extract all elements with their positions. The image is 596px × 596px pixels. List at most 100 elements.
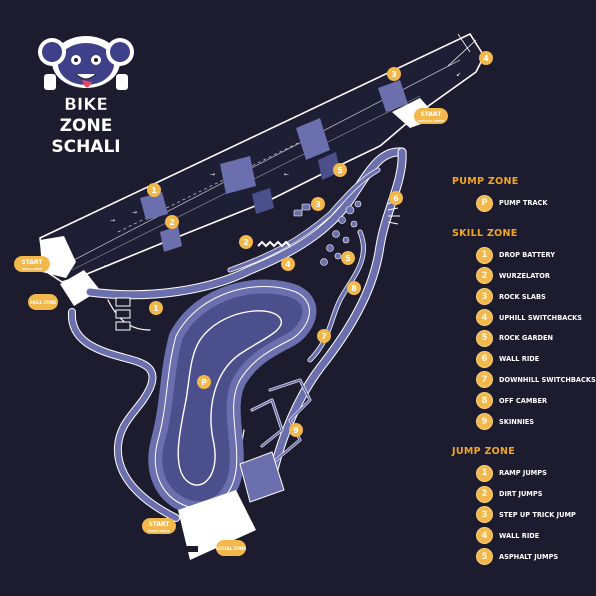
skill-zone-label: SKILL ZONE <box>28 294 58 310</box>
legend-label: WALL RIDE <box>499 531 540 540</box>
legend-badge: 3 <box>476 288 493 306</box>
svg-text:4: 4 <box>285 260 291 269</box>
pump-start-ramp <box>239 451 285 503</box>
svg-text:SOCIAL ZONE: SOCIAL ZONE <box>216 546 246 551</box>
svg-text:3: 3 <box>315 200 321 209</box>
marker-jump-4: 4 <box>479 51 493 65</box>
legend-item: 2 DIRT JUMPS <box>452 484 592 505</box>
legend-skill-zone-title: SKILL ZONE <box>452 227 518 239</box>
marker-skill-6: 6 <box>389 191 403 205</box>
marker-skill-1: 1 <box>149 301 163 315</box>
svg-text:→: → <box>110 217 115 224</box>
legend-item: 8 OFF CAMBER <box>452 390 592 411</box>
legend-pump-zone: PUMP ZONE P PUMP TRACK <box>452 176 592 214</box>
legend-label: ROCK SLABS <box>499 292 546 301</box>
marker-skill-9: 9 <box>289 423 303 437</box>
legend-badge: P <box>476 194 493 212</box>
legend-label: DOWNHILL SWITCHBACKS <box>499 375 596 384</box>
legend-item: 1 RAMP JUMPS <box>452 463 592 484</box>
legend-label: PUMP TRACK <box>499 199 548 208</box>
legend-jump-zone-title: JUMP ZONE <box>452 445 516 457</box>
legend-label: SKINNIES <box>499 417 535 426</box>
legend-pump-zone-title: PUMP ZONE <box>452 176 519 187</box>
legend-label: WURZELATOR <box>499 271 550 280</box>
marker-skill-7: 7 <box>317 329 331 343</box>
svg-text:6: 6 <box>393 194 399 203</box>
svg-text:1: 1 <box>151 186 157 195</box>
svg-text:4: 4 <box>483 54 489 63</box>
jump-zone-track: → → → ← ← ↙ <box>39 32 485 283</box>
svg-text:←: ← <box>104 263 109 270</box>
legend-item: 3 STEP UP TRICK JUMP <box>452 505 592 526</box>
legend-label: ASPHALT JUMPS <box>499 552 559 561</box>
legend-item: 5 ASPHALT JUMPS <box>452 546 592 567</box>
svg-text:9: 9 <box>293 426 299 435</box>
svg-text:1: 1 <box>153 304 159 313</box>
svg-text:SKILL ZONE: SKILL ZONE <box>30 300 57 305</box>
svg-text:→: → <box>132 209 137 216</box>
rock-slabs <box>293 203 311 217</box>
svg-text:8: 8 <box>351 284 357 293</box>
pump-track <box>148 279 317 516</box>
svg-text:→: → <box>210 171 215 178</box>
legend-jump-zone: JUMP ZONE 1 RAMP JUMPS 2 DIRT JUMPS 3 STEP … <box>452 446 592 567</box>
wurzelator <box>257 240 291 248</box>
legend-badge: 2 <box>476 267 493 285</box>
logo-line-3: SCHALI <box>51 137 120 157</box>
legend-badge: 5 <box>476 329 493 347</box>
legend-label: STEP UP TRICK JUMP <box>499 510 576 519</box>
marker-jump-3: 3 <box>387 67 401 81</box>
marker-jump-5: 5 <box>333 163 347 177</box>
map-markers: 1 2 3 4 5 1 2 3 4 5 6 7 8 9 P <box>147 51 493 437</box>
legend-badge: 1 <box>476 464 493 482</box>
legend-badge: 1 <box>476 246 493 264</box>
start-label-top: START ASPHALT JUMPS <box>414 108 448 124</box>
svg-text:START: START <box>148 521 170 528</box>
legend-badge: 8 <box>476 392 493 410</box>
legend-label: RAMP JUMPS <box>499 469 547 478</box>
svg-text:2: 2 <box>243 238 249 247</box>
svg-text:ASPHALT JUMPS: ASPHALT JUMPS <box>418 119 445 123</box>
svg-text:5: 5 <box>337 166 343 175</box>
svg-text:←: ← <box>284 171 289 178</box>
svg-text:START: START <box>420 111 442 118</box>
legend-badge: 4 <box>476 309 493 327</box>
marker-jump-1: 1 <box>147 183 161 197</box>
legend-badge: 3 <box>476 506 493 524</box>
marker-skill-5: 5 <box>341 251 355 265</box>
logo-line-1: BIKE <box>64 95 108 115</box>
legend-badge: 5 <box>476 548 493 566</box>
svg-text:↙: ↙ <box>456 71 461 78</box>
legend-badge: 6 <box>476 350 493 368</box>
logo: BIKE ZONE SCHALI <box>38 36 134 157</box>
legend-label: ROCK GARDEN <box>499 334 554 343</box>
legend: PUMP ZONE P PUMP TRACK SKILL ZONE 1 DROP … <box>452 176 596 581</box>
legend-item: P PUMP TRACK <box>452 193 592 214</box>
legend-item: 2 WURZELATOR <box>452 266 592 287</box>
legend-badge: 2 <box>476 485 493 503</box>
marker-skill-3: 3 <box>311 197 325 211</box>
marker-pump: P <box>197 375 211 389</box>
legend-badge: 9 <box>476 413 493 431</box>
legend-label: DROP BATTERY <box>499 251 556 260</box>
legend-item: 5 ROCK GARDEN <box>452 328 592 349</box>
marker-skill-4: 4 <box>281 257 295 271</box>
legend-badge: 4 <box>476 527 493 545</box>
marker-skill-8: 8 <box>347 281 361 295</box>
svg-text:7: 7 <box>321 332 327 341</box>
drop-battery <box>115 297 131 331</box>
svg-text:5: 5 <box>345 254 351 263</box>
start-pad-skill <box>60 270 100 306</box>
start-label-left: START SKILL ZONE <box>14 256 50 272</box>
legend-label: OFF CAMBER <box>499 396 548 405</box>
legend-item: 3 ROCK SLABS <box>452 286 592 307</box>
social-zone-label: SOCIAL ZONE <box>216 540 246 556</box>
svg-text:3: 3 <box>391 70 397 79</box>
rock-garden <box>320 200 362 266</box>
legend-label: DIRT JUMPS <box>499 490 543 499</box>
marker-jump-2: 2 <box>165 215 179 229</box>
legend-label: WALL RIDE <box>499 355 540 364</box>
